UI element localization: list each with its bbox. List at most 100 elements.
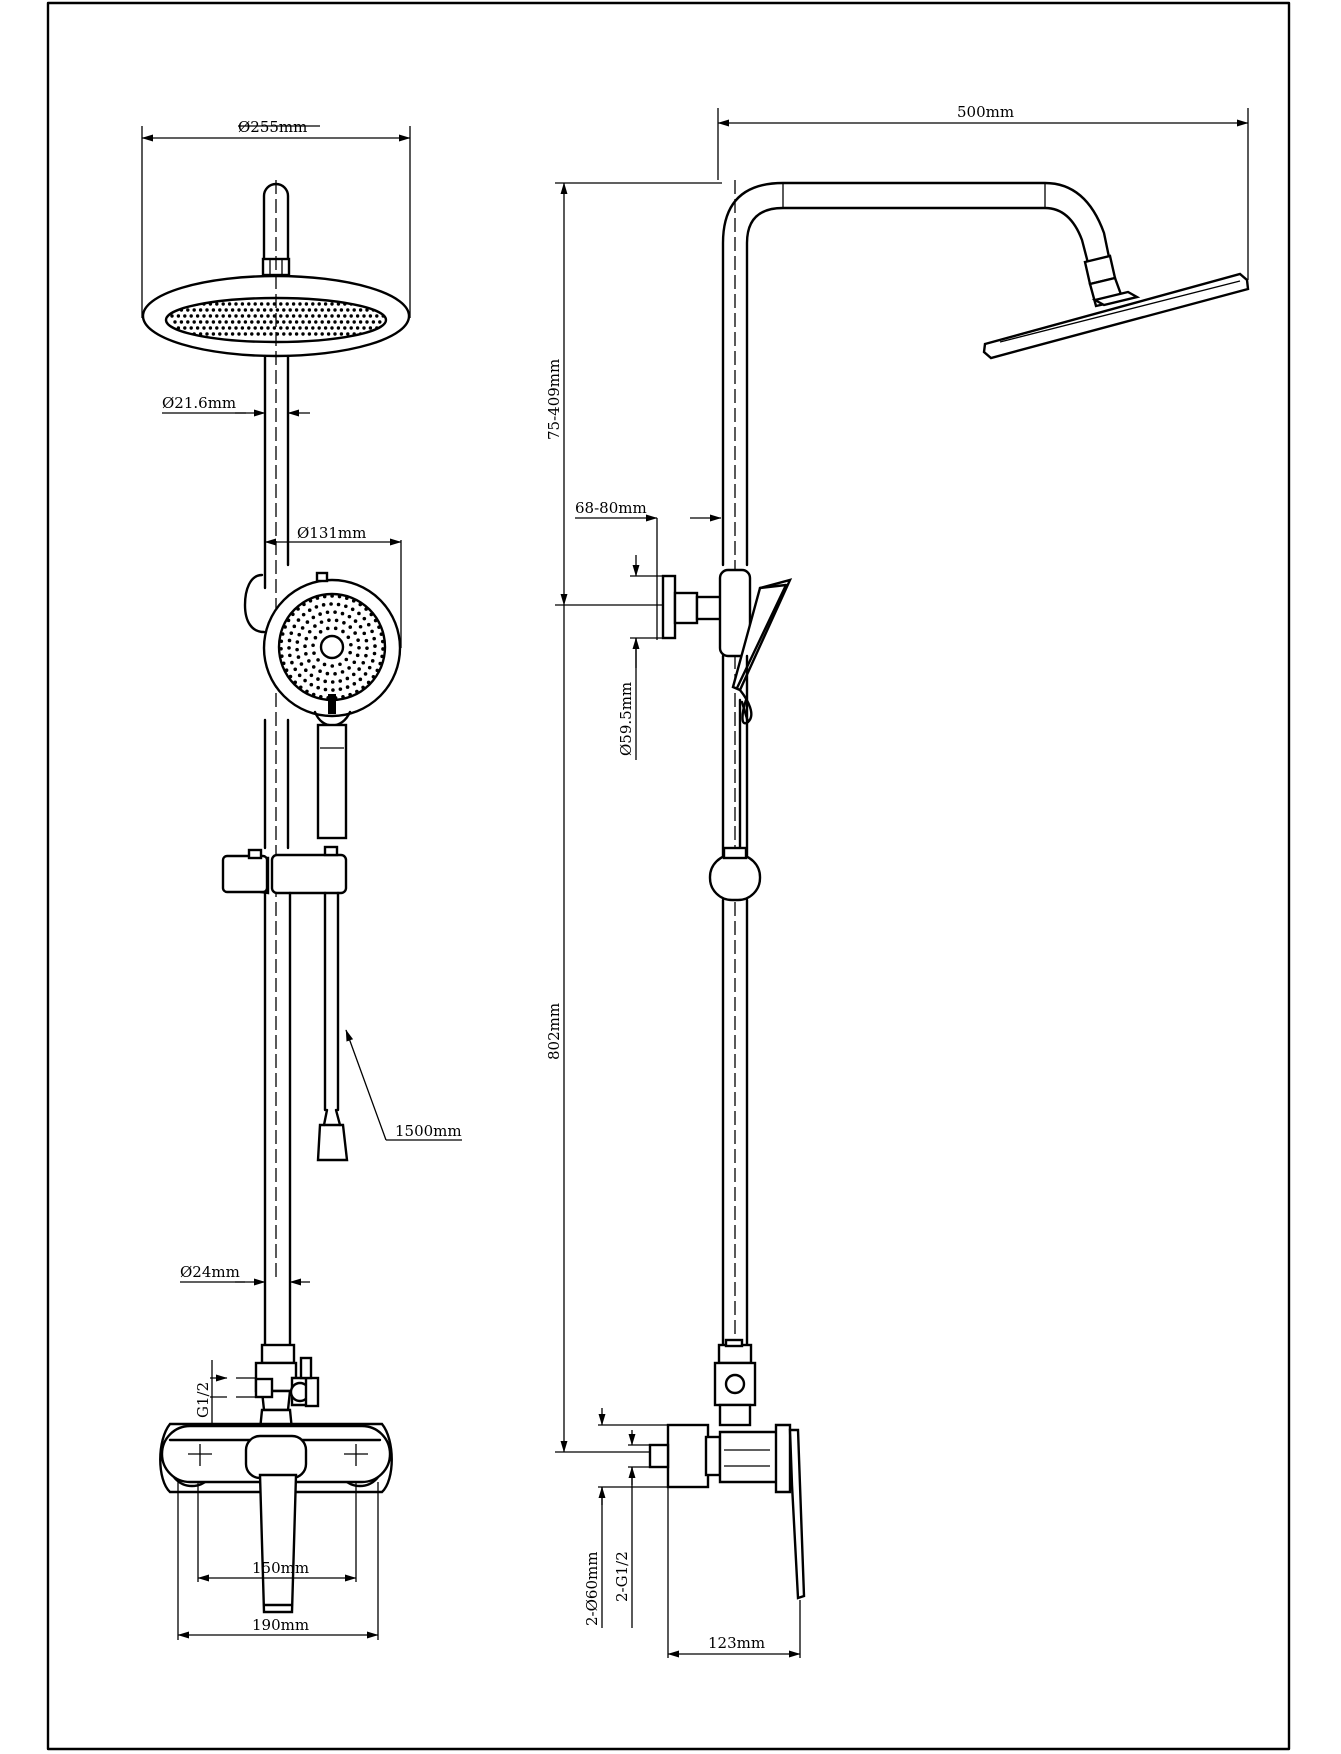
- hand-nozzle-dot: [345, 685, 350, 689]
- upper-adjustable-height-label: 75-409mm: [545, 359, 563, 440]
- hand-nozzle-dot: [322, 594, 327, 599]
- rain-nozzle-dot: [301, 332, 305, 336]
- rain-nozzle-dot: [224, 320, 228, 324]
- rain-nozzle-dot: [173, 320, 177, 324]
- rain-head-diameter-label: Ø255mm: [238, 118, 307, 136]
- rain-nozzle-dot: [259, 326, 264, 330]
- hand-nozzle-dot: [351, 672, 356, 677]
- hand-nozzle-dot: [316, 685, 320, 690]
- rain-nozzle-dot: [266, 326, 270, 330]
- hand-nozzle-dot: [340, 670, 345, 674]
- rain-nozzle-dot: [288, 308, 292, 312]
- hand-nozzle-dot: [338, 679, 343, 683]
- mixer-outlet-thread-label: G1/2: [194, 1382, 212, 1418]
- rain-nozzle-dot: [326, 308, 331, 312]
- rain-nozzle-dot: [192, 320, 196, 324]
- rain-nozzle-dot: [320, 332, 324, 336]
- hand-nozzle-dot: [296, 655, 301, 659]
- hand-nozzle-dot: [348, 650, 352, 655]
- hand-nozzle-dot: [295, 640, 300, 644]
- rain-nozzle-dot: [317, 302, 321, 306]
- hand-nozzle-dot: [316, 677, 320, 681]
- rain-nozzle-dot: [294, 308, 299, 312]
- hand-nozzle-dot: [345, 676, 350, 681]
- hand-nozzle-dot: [355, 653, 360, 658]
- hand-nozzle-dot: [373, 644, 377, 648]
- hand-nozzle-dot: [344, 604, 348, 609]
- rain-nozzle-dot: [279, 302, 283, 306]
- hand-nozzle-dot: [381, 647, 385, 651]
- wall-bracket-projection-label: 68-80mm: [575, 499, 647, 517]
- rain-nozzle-dot: [234, 302, 238, 306]
- rain-nozzle-dot: [339, 332, 344, 336]
- rain-nozzle-dot: [202, 314, 206, 318]
- rain-nozzle-dot: [262, 332, 267, 336]
- rain-nozzle-dot: [333, 320, 337, 324]
- rain-nozzle-dot: [279, 314, 283, 318]
- rain-nozzle-dot: [352, 332, 356, 336]
- rain-nozzle-dot: [211, 320, 216, 324]
- rain-nozzle-dot: [343, 326, 347, 330]
- rain-nozzle-dot: [320, 308, 324, 312]
- rain-nozzle-dot: [247, 314, 251, 318]
- hand-nozzle-dot: [338, 662, 342, 667]
- hand-nozzle-dot: [365, 646, 369, 650]
- rain-nozzle-dot: [355, 314, 360, 318]
- hand-nozzle-dot: [312, 651, 316, 655]
- rain-nozzle-dot: [346, 320, 350, 324]
- hand-nozzle-dot: [281, 661, 286, 666]
- rain-nozzle-dot: [266, 314, 270, 318]
- rain-nozzle-dot: [230, 320, 235, 324]
- hand-shower-diameter-label: Ø131mm: [297, 524, 366, 542]
- rain-nozzle-dot: [256, 308, 260, 312]
- hand-nozzle-dot: [297, 673, 302, 678]
- hand-nozzle-dot: [380, 654, 384, 659]
- hand-nozzle-dot: [334, 618, 339, 623]
- rain-nozzle-dot: [247, 326, 251, 330]
- hand-nozzle-dot: [349, 642, 353, 647]
- rain-nozzle-dot: [253, 314, 257, 318]
- hand-nozzle-dot: [341, 629, 345, 634]
- hand-nozzle-dot: [372, 636, 376, 641]
- hand-nozzle-dot: [293, 680, 298, 685]
- hand-nozzle-dot: [303, 678, 307, 683]
- hand-nozzle-dot: [366, 622, 371, 627]
- rain-nozzle-dot: [224, 332, 228, 336]
- mixer-valve: [159, 1422, 393, 1614]
- rain-nozzle-dot: [304, 302, 309, 306]
- rain-nozzle-dot: [298, 326, 302, 330]
- hand-nozzle-dot: [325, 671, 330, 676]
- hand-nozzle-dot: [352, 681, 357, 686]
- rain-nozzle-dot: [205, 320, 209, 324]
- rain-nozzle-dot: [285, 314, 289, 318]
- rain-nozzle-dot: [234, 326, 238, 330]
- rain-nozzle-dot: [259, 314, 264, 318]
- rain-nozzle-dot: [307, 332, 312, 336]
- rain-nozzle-dot: [307, 308, 312, 312]
- rain-nozzle-dot: [234, 314, 238, 318]
- hand-nozzle-dot: [290, 660, 294, 665]
- hand-nozzle-dot: [315, 596, 320, 600]
- rain-nozzle-dot: [355, 326, 360, 330]
- rain-nozzle-dot: [266, 302, 270, 306]
- rain-nozzle-dot: [269, 308, 273, 312]
- rain-nozzle-dot: [253, 326, 257, 330]
- rain-nozzle-dot: [208, 314, 213, 318]
- hose-length-label: 1500mm: [395, 1122, 462, 1140]
- rain-nozzle-dot: [176, 314, 181, 318]
- hand-nozzle-dot: [318, 629, 323, 634]
- rain-nozzle-dot: [311, 326, 315, 330]
- hand-nozzle-dot: [348, 692, 352, 697]
- hand-nozzle-dot: [280, 654, 284, 658]
- rain-nozzle-dot: [371, 320, 376, 324]
- inlet-flange-diameter-label: 2-Ø60mm: [583, 1552, 601, 1626]
- hand-nozzle-dot: [347, 614, 352, 619]
- hand-nozzle-dot: [363, 672, 368, 676]
- hand-nozzle-dot: [364, 607, 368, 611]
- hand-nozzle-dot: [331, 688, 335, 692]
- hand-nozzle-dot: [280, 632, 285, 636]
- rain-nozzle-dot: [311, 302, 315, 306]
- rain-nozzle-dot: [227, 326, 232, 330]
- hand-nozzle-dot: [286, 618, 291, 623]
